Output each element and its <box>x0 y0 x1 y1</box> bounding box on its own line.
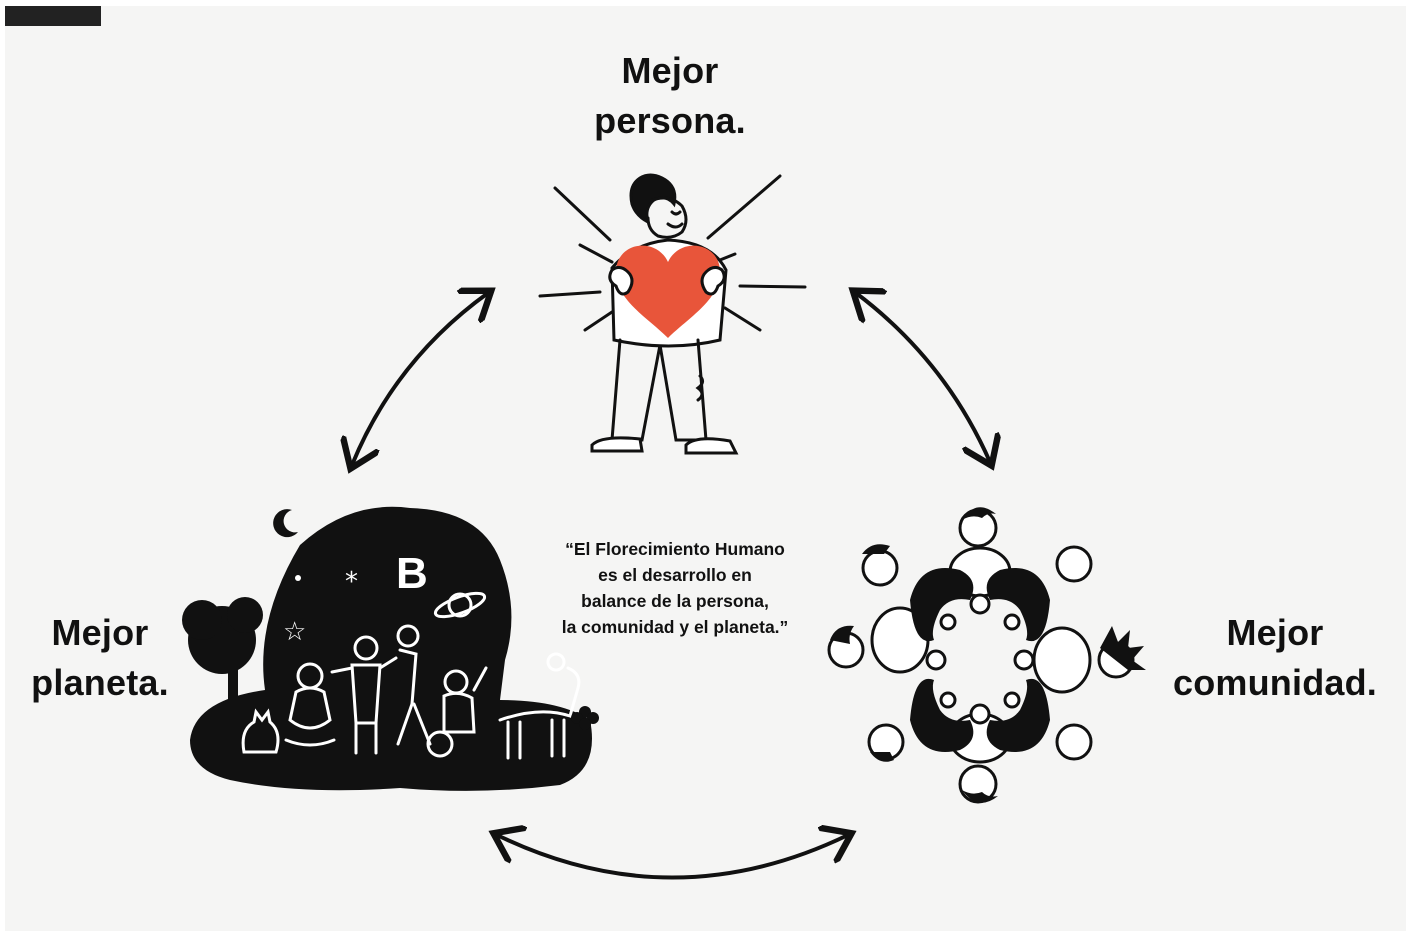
quote-line: es el desarrollo en <box>598 565 752 585</box>
community-circle-illustration <box>827 507 1146 804</box>
node-label-comunidad: Mejor comunidad. <box>1150 608 1400 708</box>
node-label-persona: Mejor persona. <box>560 46 780 146</box>
svg-text:*: * <box>345 567 358 597</box>
person-with-heart-illustration <box>538 173 807 455</box>
svg-text:☆: ☆ <box>283 617 306 647</box>
node-label-line: Mejor <box>621 50 719 91</box>
quote-line: “El Florecimiento Humano <box>565 539 785 559</box>
planet-community-illustration: * ☆ B <box>182 506 599 791</box>
double-arrow-icon <box>352 293 488 465</box>
node-label-line: Mejor <box>51 612 149 653</box>
node-label-line: comunidad. <box>1172 662 1377 703</box>
node-label-planeta: Mejor planeta. <box>10 608 190 708</box>
quote-line: balance de la persona, <box>581 591 769 611</box>
corner-bar <box>5 6 101 26</box>
node-label-line: planeta. <box>31 662 169 703</box>
center-quote: “El Florecimiento Humano es el desarroll… <box>520 536 830 640</box>
quote-line: la comunidad y el planeta.” <box>561 617 789 637</box>
node-label-line: persona. <box>594 100 746 141</box>
planet-logo: B <box>396 549 428 598</box>
double-arrow-icon <box>497 835 848 880</box>
node-label-line: Mejor <box>1226 612 1324 653</box>
double-arrow-icon <box>856 293 990 462</box>
